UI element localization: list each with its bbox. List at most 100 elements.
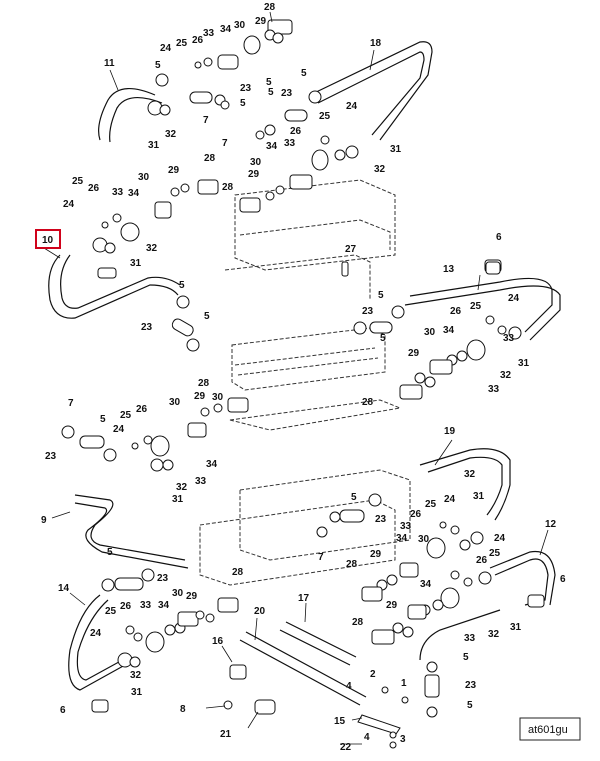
callout-28-b: 28 [204, 153, 216, 164]
callout-25-e: 25 [120, 410, 132, 421]
callout-34-h: 34 [420, 579, 432, 590]
callout-19: 19 [444, 426, 456, 437]
callout-34-d: 34 [443, 325, 455, 336]
callout-10: 10 [42, 235, 54, 246]
callout-29-g: 29 [370, 549, 382, 560]
callout-31-f: 31 [172, 494, 184, 505]
callout-31-b: 31 [390, 144, 402, 155]
callout-29-b: 29 [168, 165, 180, 176]
callout-13: 13 [443, 264, 455, 275]
callout-24: 24 [160, 43, 172, 54]
callout-29-i: 29 [386, 600, 398, 611]
callout-33-c: 33 [112, 187, 124, 198]
callout-26-e: 26 [136, 404, 148, 415]
callout-30-g: 30 [418, 534, 430, 545]
callout-29-d: 29 [408, 348, 420, 359]
reference-code: at601gu [528, 724, 568, 736]
callout-29-c: 29 [248, 169, 260, 180]
callout-26-g: 26 [476, 555, 488, 566]
callout-6-b: 6 [560, 574, 566, 585]
callout-26-h: 26 [120, 601, 132, 612]
callout-32-a: 32 [165, 129, 177, 140]
components [61, 19, 545, 749]
callout-28-c: 28 [222, 182, 234, 193]
callout-7-b: 7 [222, 138, 228, 149]
callout-6-c: 6 [60, 705, 66, 716]
callout-24-d: 24 [508, 293, 520, 304]
callout-32-c: 32 [146, 243, 158, 254]
callout-5-d: 5 [301, 68, 307, 79]
callout-32-d: 32 [500, 370, 512, 381]
callout-34-e: 34 [206, 459, 218, 470]
callout-5-f: 5 [179, 280, 185, 291]
callout-33-b: 33 [284, 138, 296, 149]
callout-7-d: 7 [318, 552, 324, 563]
highlighted-callout[interactable]: 10 [35, 229, 61, 249]
callout-labels: 28 29 30 34 33 26 25 24 18 11 5 5 23 5 5… [41, 2, 566, 753]
engine-block-outline [199, 179, 411, 586]
callout-31-a: 31 [148, 140, 160, 151]
callout-34-g: 34 [396, 533, 408, 544]
callout-5-b: 5 [266, 77, 272, 88]
callout-24-g: 24 [494, 533, 506, 544]
callout-30-f: 30 [169, 397, 181, 408]
callout-26-d: 26 [450, 306, 462, 317]
callout-29: 29 [255, 16, 267, 27]
callout-20: 20 [254, 606, 266, 617]
callout-33-h: 33 [140, 600, 152, 611]
callout-23-c: 23 [362, 306, 374, 317]
callout-30-c: 30 [138, 172, 150, 183]
callout-25-g: 25 [489, 548, 501, 559]
callout-8: 8 [180, 704, 186, 715]
callout-4-b: 4 [364, 732, 370, 743]
callout-26-f: 26 [410, 509, 422, 520]
callout-14: 14 [58, 583, 70, 594]
callout-33-f: 33 [195, 476, 207, 487]
callout-5-g: 5 [378, 290, 384, 301]
callout-1: 1 [401, 678, 407, 689]
callout-9: 9 [41, 515, 47, 526]
callout-5-m: 5 [463, 652, 469, 663]
pipes [48, 41, 561, 706]
callout-2: 2 [370, 669, 376, 680]
callout-4-a: 4 [346, 681, 352, 692]
callout-24-e: 24 [113, 424, 125, 435]
callout-5-a: 5 [155, 60, 161, 71]
callout-12: 12 [545, 519, 557, 530]
callout-23-b: 23 [281, 88, 293, 99]
callout-5-i: 5 [380, 333, 386, 344]
callout-15: 15 [334, 716, 346, 727]
callout-24-b: 24 [346, 101, 358, 112]
callout-23-e: 23 [45, 451, 57, 462]
callout-25-f: 25 [425, 499, 437, 510]
callout-26-b: 26 [290, 126, 302, 137]
callout-25-b: 25 [319, 111, 331, 122]
callout-29-h: 29 [186, 591, 198, 602]
callout-16: 16 [212, 636, 224, 647]
callout-28-g: 28 [232, 567, 244, 578]
callout-24-f: 24 [444, 494, 456, 505]
callout-30-e: 30 [212, 392, 224, 403]
callout-32-f: 32 [176, 482, 188, 493]
callout-5-e: 5 [268, 87, 274, 98]
reference-code-box: at601gu [519, 717, 581, 741]
callout-28-d: 28 [198, 378, 210, 389]
callout-34: 34 [220, 24, 232, 35]
callout-31-g2: 31 [131, 687, 143, 698]
leader-lines [43, 11, 549, 745]
callout-28-e: 28 [362, 397, 374, 408]
callout-17: 17 [298, 593, 310, 604]
callout-32-b: 32 [374, 164, 386, 175]
callout-24-c: 24 [63, 199, 75, 210]
callout-33-i: 33 [464, 633, 476, 644]
callout-31-c: 31 [130, 258, 142, 269]
callout-23-f: 23 [375, 514, 387, 525]
callout-5-k: 5 [351, 492, 357, 503]
callout-34-i: 34 [158, 600, 170, 611]
callout-23-h: 23 [465, 680, 477, 691]
callout-6-a: 6 [496, 232, 502, 243]
callout-29-e: 29 [194, 391, 206, 402]
callout-23-d: 23 [141, 322, 153, 333]
callout-31-e: 31 [473, 491, 485, 502]
